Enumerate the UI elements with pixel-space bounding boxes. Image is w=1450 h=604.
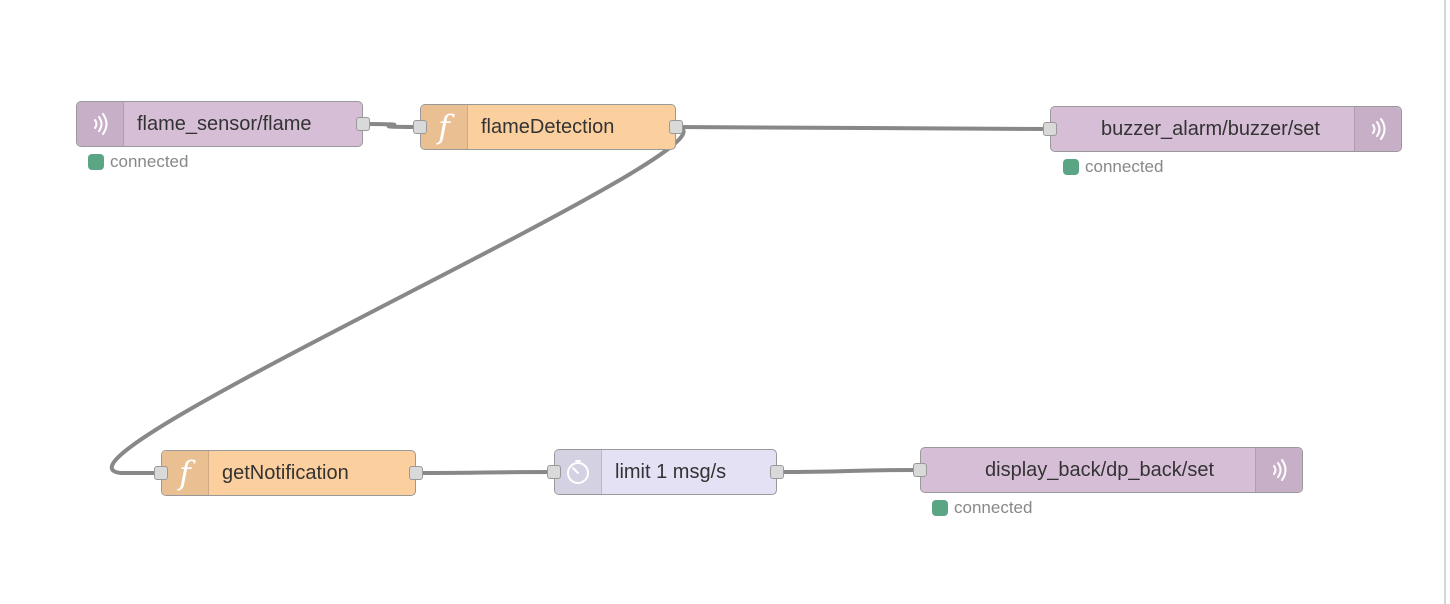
timer-icon (555, 450, 602, 494)
node-label: buzzer_alarm/buzzer/set (1101, 117, 1320, 140)
status-dot (1063, 159, 1079, 175)
input-port[interactable] (547, 465, 561, 479)
node-label: display_back/dp_back/set (985, 458, 1215, 481)
node-delay-limit[interactable]: limit 1 msg/s (547, 449, 784, 495)
status-text: connected (954, 498, 1033, 517)
node-mqtt-out-display[interactable]: display_back/dp_back/set (913, 447, 1303, 493)
node-function-getNotification[interactable]: f getNotification (154, 450, 423, 496)
input-port[interactable] (913, 463, 927, 477)
status-text: connected (1085, 157, 1164, 176)
bridge-icon (1255, 448, 1302, 492)
input-port[interactable] (413, 120, 427, 134)
wire-fn-getNotification-to-delay-limit[interactable] (415, 470, 555, 475)
output-port[interactable] (409, 466, 423, 480)
workspace-border (1444, 0, 1446, 604)
status-dot (88, 154, 104, 170)
node-label: getNotification (222, 461, 349, 484)
input-port[interactable] (154, 466, 168, 480)
status-mqtt-out-buzzer: connected (1063, 157, 1163, 177)
bridge-icon (1354, 107, 1401, 151)
node-mqtt-in-flame[interactable]: flame_sensor/flame (76, 101, 370, 147)
output-port[interactable] (669, 120, 683, 134)
node-mqtt-out-buzzer[interactable]: buzzer_alarm/buzzer/set (1043, 106, 1402, 152)
node-label: flameDetection (481, 115, 615, 138)
input-port[interactable] (1043, 122, 1057, 136)
status-mqtt-in-flame: connected (88, 152, 188, 172)
node-label: limit 1 msg/s (615, 460, 727, 483)
wire-mqtt-in-flame-to-fn-flameDetection[interactable] (362, 122, 421, 129)
wire-delay-limit-to-mqtt-out-display[interactable] (776, 468, 921, 474)
status-text: connected (110, 152, 189, 171)
output-port[interactable] (770, 465, 784, 479)
node-function-flameDetection[interactable]: f flameDetection (413, 104, 683, 150)
wire-fn-flameDetection-to-fn-getNotification[interactable] (109, 125, 686, 475)
output-port[interactable] (356, 117, 370, 131)
status-dot (932, 500, 948, 516)
bridge-icon (77, 102, 124, 146)
wire-fn-flameDetection-to-mqtt-out-buzzer[interactable] (675, 125, 1051, 131)
node-label: flame_sensor/flame (137, 112, 312, 135)
status-mqtt-out-display: connected (932, 498, 1032, 518)
function-icon: f (421, 105, 468, 149)
function-icon: f (162, 451, 209, 495)
